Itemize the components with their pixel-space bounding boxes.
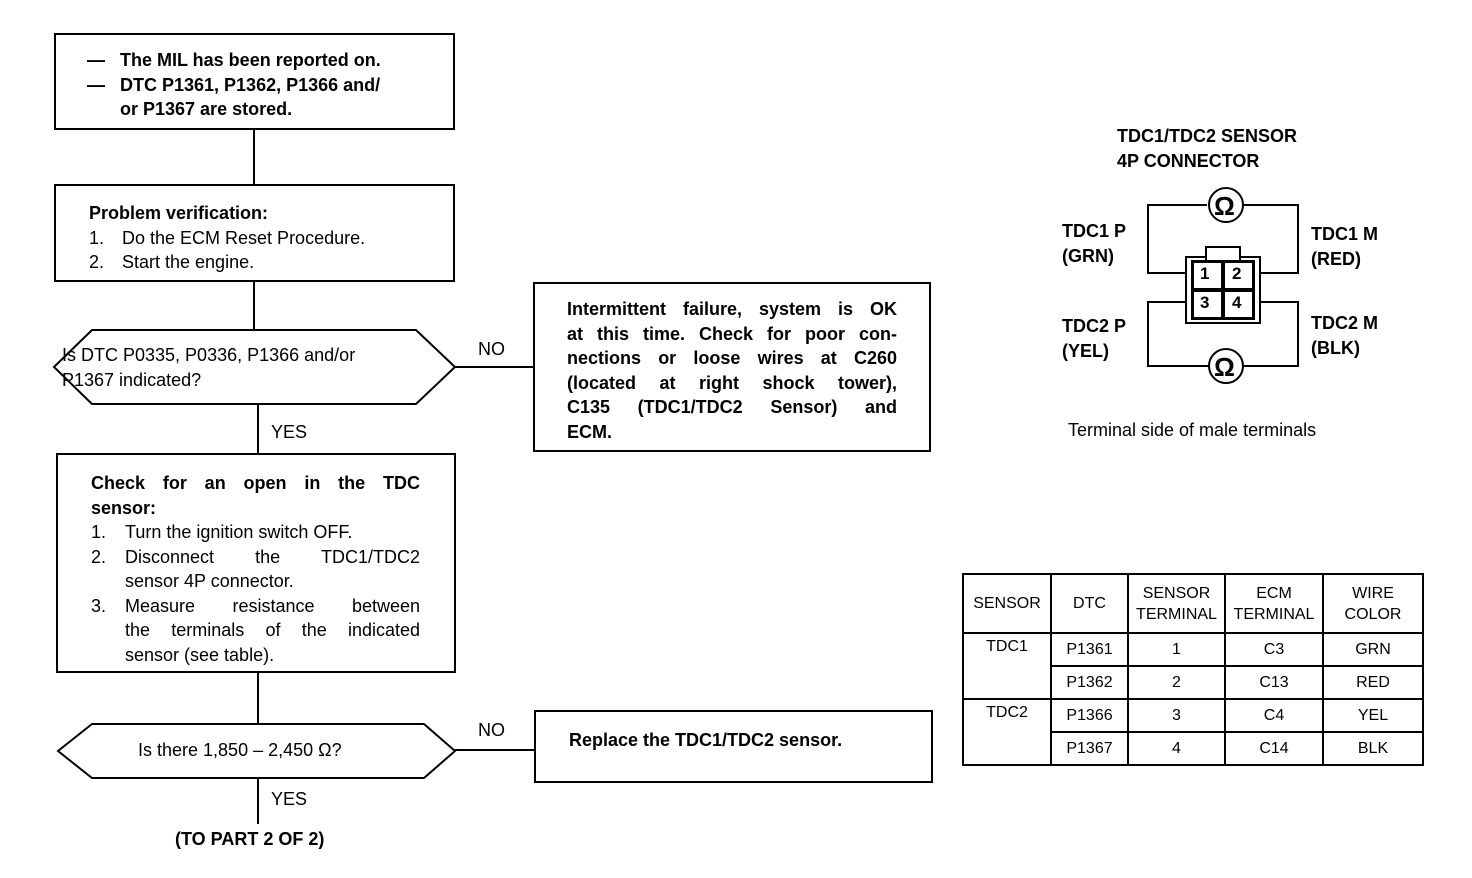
cell-dtc: P1366 [1050, 698, 1129, 733]
label-tdc1m: TDC1 M (RED) [1311, 224, 1378, 269]
cell-dtc: P1361 [1050, 632, 1129, 667]
decision2-diamond [56, 723, 457, 779]
pin-3: 3 [1200, 293, 1210, 312]
cell-wire: YEL [1322, 698, 1424, 733]
pin-2: 2 [1232, 264, 1242, 283]
cell-sensor: TDC1 [962, 632, 1052, 666]
start-item-1: The MIL has been reported on. [120, 50, 381, 70]
start-item-3: or P1367 are stored. [120, 99, 293, 119]
intermittent-box: Intermittent failure, system is OK at th… [533, 282, 931, 452]
verify-box: Problem verification: 1. Do the ECM Rese… [54, 184, 455, 282]
cell-terminal: 1 [1127, 632, 1226, 667]
intermittent-line-2: at this time. Check for poor con- [567, 323, 897, 344]
header-dtc: DTC [1050, 573, 1129, 634]
label-tdc2p: TDC2 P (YEL) [1062, 316, 1127, 361]
cell-terminal: 2 [1127, 665, 1226, 700]
check-step-1: 1. Turn the ignition switch OFF. [91, 522, 353, 542]
check-box: Check for an open in the TDC sensor: 1. … [56, 453, 456, 673]
decision1-text: Is DTC P0335, P0336, P1366 and/or P1367 … [62, 345, 356, 390]
connector-line [253, 130, 255, 184]
decision1-yes-label: YES [271, 422, 308, 442]
ohm-symbol-lower: Ω [1214, 352, 1235, 382]
intermittent-line-6: ECM. [567, 421, 612, 442]
intermittent-line-5: C135 (TDC1/TDC2 Sensor) and [567, 397, 897, 417]
check-step-3: 3. Measure resistance between the termin… [91, 595, 420, 665]
cell-dtc: P1362 [1050, 665, 1129, 700]
cell-wire: GRN [1322, 632, 1424, 667]
check-title-1: Check for an open in the TDC [91, 473, 420, 493]
table-row: TDC2 P1366 3 C4 YEL [962, 698, 1424, 733]
cell-sensor: TDC2 [962, 698, 1052, 732]
verify-title: Problem verification: [89, 203, 269, 223]
connector-caption: Terminal side of male terminals [1068, 420, 1317, 440]
pin-1: 1 [1200, 264, 1210, 283]
cell-ecm: C13 [1224, 665, 1324, 700]
label-tdc1p: TDC1 P (GRN) [1062, 221, 1127, 266]
cell-sensor [962, 732, 1052, 766]
cell-ecm: C3 [1224, 632, 1324, 667]
check-title-2: sensor: [91, 497, 157, 518]
intermittent-line-4: (located at right shock tower), [567, 372, 897, 393]
verify-step-2: 2. Start the engine. [89, 252, 255, 272]
cell-sensor [962, 666, 1052, 700]
intermittent-line-3: nections or loose wires at C260 [567, 348, 897, 368]
check-step-2: 2. Disconnect the TDC1/TDC2 sensor 4P co… [91, 546, 420, 592]
label-tdc2m: TDC2 M (BLK) [1311, 313, 1378, 358]
cell-wire: BLK [1322, 731, 1424, 766]
connector-line [257, 778, 259, 824]
connector-diagram [1147, 187, 1299, 384]
cell-wire: RED [1322, 665, 1424, 700]
cell-dtc: P1367 [1050, 731, 1129, 766]
start-item-2: DTC P1361, P1362, P1366 and/ [120, 74, 381, 95]
cell-terminal: 4 [1127, 731, 1226, 766]
cell-ecm: C14 [1224, 731, 1324, 766]
replace-text: Replace the TDC1/TDC2 sensor. [569, 730, 843, 750]
verify-step-1: 1. Do the ECM Reset Procedure. [89, 227, 366, 248]
connector-line [253, 282, 255, 330]
connector-line [455, 366, 534, 368]
table-row: P1367 4 C14 BLK [962, 731, 1424, 766]
pin-4: 4 [1232, 293, 1242, 312]
decision2-yes-label: YES [271, 789, 308, 809]
decision2-no-label: NO [478, 720, 505, 740]
connector-line [257, 405, 259, 453]
connector-line [257, 673, 259, 725]
intermittent-line-1: Intermittent failure, system is OK [567, 299, 897, 319]
decision1-no-label: NO [478, 339, 505, 359]
ohm-symbol-upper: Ω [1214, 191, 1235, 221]
cell-ecm: C4 [1224, 698, 1324, 733]
replace-box: Replace the TDC1/TDC2 sensor. [534, 710, 933, 783]
table-row: TDC1 P1361 1 C3 GRN [962, 632, 1424, 667]
table-row: P1362 2 C13 RED [962, 665, 1424, 700]
start-box: —The MIL has been reported on. —DTC P136… [54, 33, 455, 130]
header-sensor: SENSOR [962, 573, 1052, 634]
cell-terminal: 3 [1127, 698, 1226, 733]
start-box-list: —The MIL has been reported on. —DTC P136… [87, 48, 453, 122]
decision2-text: Is there 1,850 – 2,450 Ω? [138, 740, 342, 760]
next-part-label: (TO PART 2 OF 2) [175, 829, 325, 849]
connector-title: TDC1/TDC2 SENSOR 4P CONNECTOR [1117, 126, 1298, 171]
connector-line [455, 749, 535, 751]
